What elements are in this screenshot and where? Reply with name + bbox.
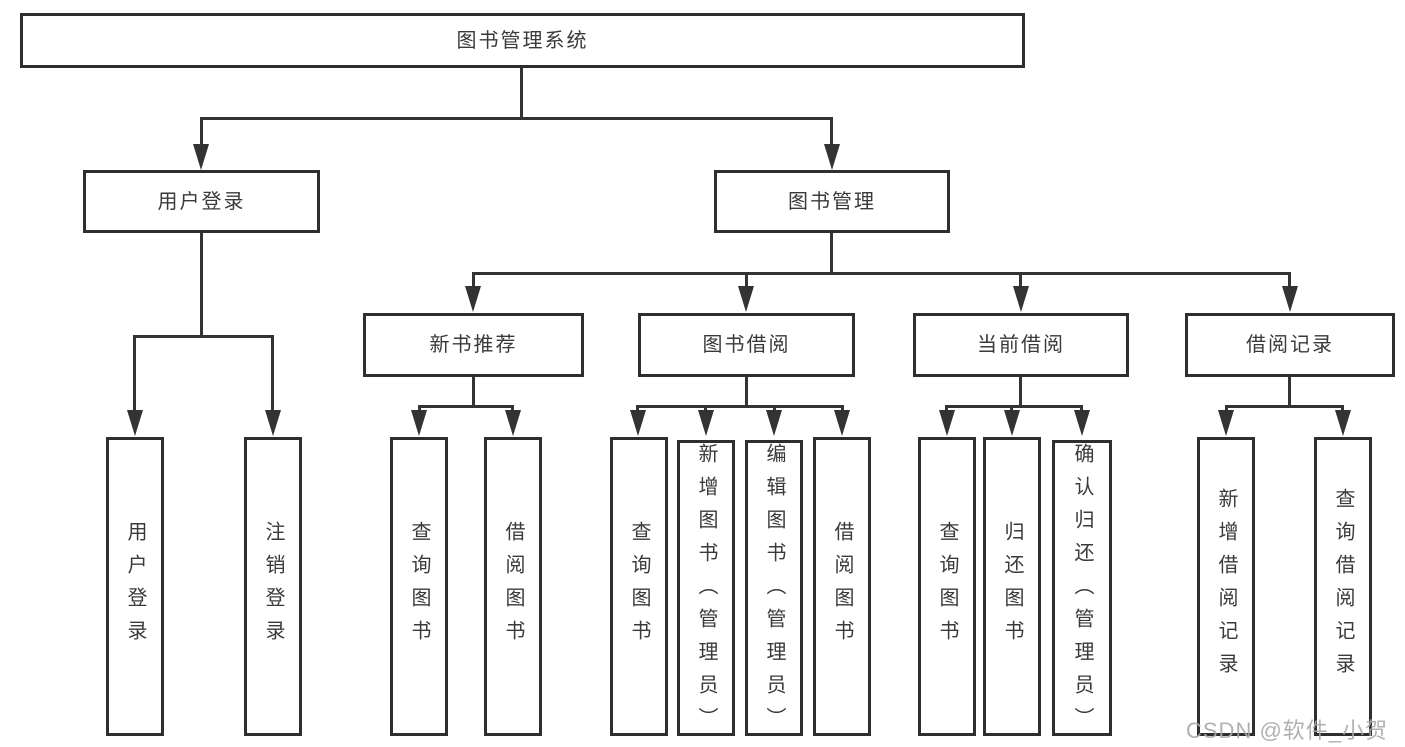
connector-line bbox=[472, 377, 475, 408]
leaf-label: 确认归还（管理员） bbox=[1071, 443, 1093, 740]
connector-line bbox=[200, 117, 203, 147]
arrow-down-icon bbox=[738, 286, 754, 312]
node-new-book-recommend: 新书推荐 bbox=[363, 313, 584, 377]
connector-line bbox=[945, 405, 948, 413]
node-label: 新书推荐 bbox=[429, 334, 518, 356]
leaf-br-add-record: 新增借阅记录 bbox=[1197, 437, 1255, 736]
leaf-label: 用户登录 bbox=[124, 520, 146, 653]
leaf-label: 借阅图书 bbox=[831, 520, 853, 653]
arrow-down-icon bbox=[127, 410, 143, 436]
leaf-label: 查询图书 bbox=[936, 520, 958, 653]
arrow-down-icon bbox=[505, 410, 521, 436]
arrow-down-icon bbox=[1004, 410, 1020, 436]
node-borrowing-records: 借阅记录 bbox=[1185, 313, 1395, 377]
leaf-bb-edit-books-admin: 编辑图书（管理员） bbox=[745, 440, 803, 740]
connector-line bbox=[472, 272, 475, 289]
node-root-label: 图书管理系统 bbox=[456, 29, 589, 52]
node-label: 图书管理 bbox=[788, 190, 876, 213]
arrow-down-icon bbox=[411, 410, 427, 436]
connector-line bbox=[1019, 272, 1022, 289]
connector-line bbox=[745, 272, 748, 289]
connector-line bbox=[773, 405, 776, 413]
connector-line bbox=[200, 117, 833, 120]
connector-line bbox=[745, 377, 748, 408]
node-label: 借阅记录 bbox=[1246, 334, 1334, 356]
leaf-label: 新增借阅记录 bbox=[1215, 487, 1237, 686]
arrow-down-icon bbox=[193, 144, 209, 170]
watermark: CSDN @软件_小贺同学 bbox=[1186, 718, 1389, 743]
node-label: 图书借阅 bbox=[702, 334, 791, 356]
connector-line bbox=[830, 232, 833, 275]
node-book-management: 图书管理 bbox=[714, 170, 950, 233]
leaf-nb-query-books: 查询图书 bbox=[390, 437, 448, 736]
arrow-down-icon bbox=[465, 286, 481, 312]
connector-line bbox=[472, 272, 1291, 275]
node-user-login: 用户登录 bbox=[83, 170, 320, 233]
connector-line bbox=[841, 405, 844, 413]
arrow-down-icon bbox=[824, 144, 840, 170]
connector-line bbox=[133, 335, 136, 412]
leaf-bb-borrow-books: 借阅图书 bbox=[813, 437, 871, 736]
leaf-label: 注销登录 bbox=[262, 520, 284, 653]
connector-line bbox=[945, 405, 1083, 408]
connector-line bbox=[271, 335, 274, 412]
connector-line bbox=[418, 405, 421, 413]
leaf-label: 查询借阅记录 bbox=[1332, 487, 1354, 686]
connector-line bbox=[830, 117, 833, 147]
connector-line bbox=[1019, 377, 1022, 408]
arrow-down-icon bbox=[1282, 286, 1298, 312]
connector-line bbox=[200, 232, 203, 338]
connector-line bbox=[636, 405, 639, 413]
leaf-label: 编辑图书（管理员） bbox=[763, 443, 785, 740]
connector-line bbox=[133, 335, 274, 338]
leaf-logout: 注销登录 bbox=[244, 437, 302, 736]
leaf-cb-confirm-return-admin: 确认归还（管理员） bbox=[1052, 440, 1112, 740]
node-root: 图书管理系统 bbox=[20, 13, 1025, 68]
leaf-label: 借阅图书 bbox=[502, 520, 524, 653]
connector-line bbox=[520, 66, 523, 120]
connector-line bbox=[1288, 272, 1291, 289]
leaf-label: 新增图书（管理员） bbox=[695, 443, 717, 740]
arrow-down-icon bbox=[1013, 286, 1029, 312]
connector-line bbox=[1225, 405, 1344, 408]
connector-line bbox=[1341, 405, 1344, 413]
arrow-down-icon bbox=[1335, 410, 1351, 436]
node-label: 当前借阅 bbox=[977, 334, 1065, 356]
node-book-borrowing: 图书借阅 bbox=[638, 313, 855, 377]
connector-line bbox=[636, 405, 844, 408]
leaf-br-query-record: 查询借阅记录 bbox=[1314, 437, 1372, 736]
arrow-down-icon bbox=[698, 410, 714, 436]
arrow-down-icon bbox=[939, 410, 955, 436]
leaf-nb-borrow-books: 借阅图书 bbox=[484, 437, 542, 736]
arrow-down-icon bbox=[766, 410, 782, 436]
leaf-bb-add-books-admin: 新增图书（管理员） bbox=[677, 440, 735, 740]
node-label: 用户登录 bbox=[157, 190, 246, 213]
leaf-user-login: 用户登录 bbox=[106, 437, 164, 736]
leaf-label: 查询图书 bbox=[408, 520, 430, 653]
connector-line bbox=[1080, 405, 1083, 413]
leaf-cb-query-books: 查询图书 bbox=[918, 437, 976, 736]
node-current-borrowing: 当前借阅 bbox=[913, 313, 1129, 377]
arrow-down-icon bbox=[834, 410, 850, 436]
arrow-down-icon bbox=[1218, 410, 1234, 436]
leaf-bb-query-books: 查询图书 bbox=[610, 437, 668, 736]
arrow-down-icon bbox=[1074, 410, 1090, 436]
connector-line bbox=[1010, 405, 1013, 413]
leaf-cb-return-books: 归还图书 bbox=[983, 437, 1041, 736]
arrow-down-icon bbox=[265, 410, 281, 436]
connector-line bbox=[704, 405, 707, 413]
arrow-down-icon bbox=[630, 410, 646, 436]
connector-line bbox=[1225, 405, 1228, 413]
connector-line bbox=[511, 405, 514, 413]
leaf-label: 归还图书 bbox=[1001, 520, 1023, 653]
connector-line bbox=[1288, 377, 1291, 408]
leaf-label: 查询图书 bbox=[628, 520, 650, 653]
connector-line bbox=[418, 405, 514, 408]
